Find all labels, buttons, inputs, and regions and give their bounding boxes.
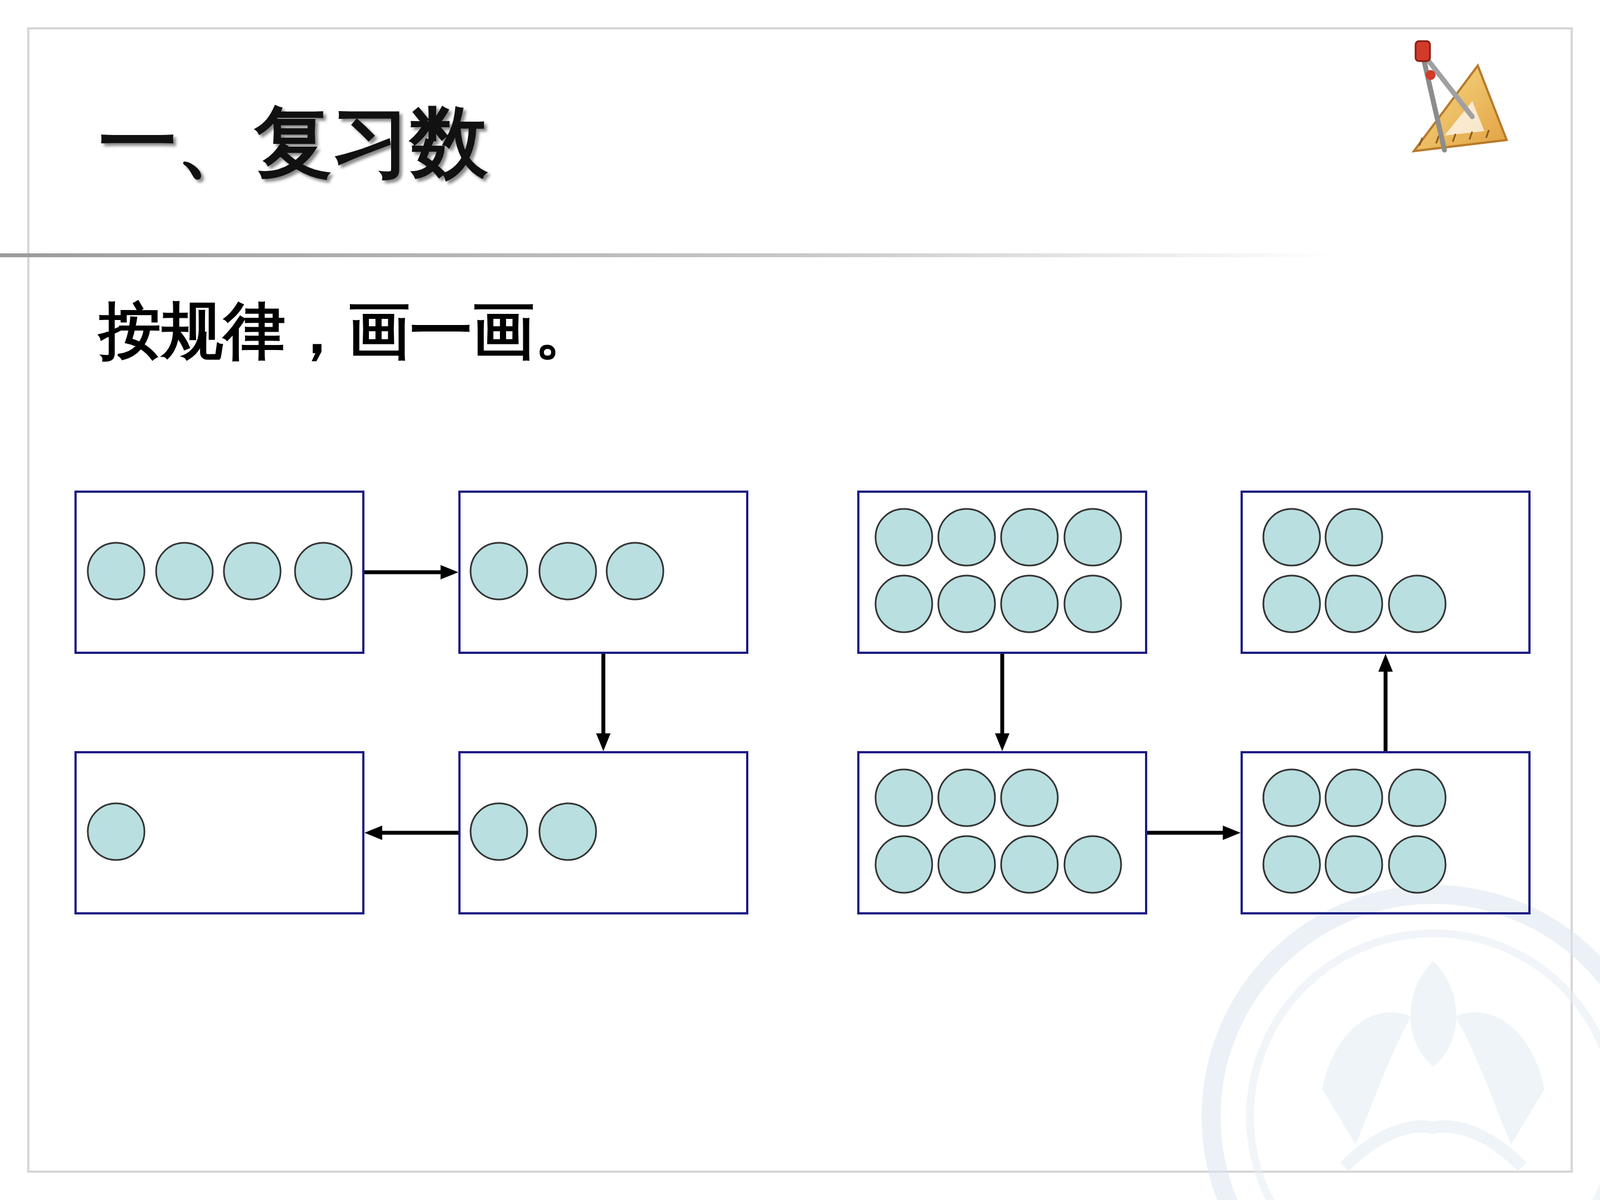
counting-dot (1325, 769, 1383, 827)
arrow-shaft (1383, 669, 1388, 752)
counting-dot (1388, 575, 1446, 633)
counting-dot (875, 836, 933, 893)
dot-box (458, 490, 749, 654)
counting-dot (1064, 575, 1122, 633)
counting-dot (875, 575, 933, 633)
arrow-shaft (1147, 831, 1225, 835)
geometry-tools-icon (1413, 41, 1507, 152)
counting-dot (1064, 508, 1122, 566)
dot-box (458, 751, 749, 915)
counting-dot (1388, 769, 1446, 827)
counting-dot (1325, 575, 1383, 633)
counting-dot (470, 542, 528, 600)
arrow-shaft (1000, 653, 1005, 736)
arrow-head (596, 733, 611, 752)
counting-dot (606, 542, 664, 600)
counting-dot (1263, 575, 1320, 633)
slide-frame (28, 28, 1572, 1172)
dot-group (76, 753, 363, 913)
counting-dot (938, 508, 995, 566)
counting-dot (295, 542, 352, 600)
dot-group (76, 492, 363, 652)
dot-box (1240, 490, 1531, 654)
counting-dot (1001, 508, 1058, 566)
arrow-shaft (601, 653, 606, 736)
arrow-shaft (364, 570, 443, 575)
arrow-head (1378, 653, 1393, 672)
dot-box (74, 490, 365, 654)
counting-dot (875, 769, 933, 827)
dot-group (460, 753, 747, 913)
flow-arrow (1378, 653, 1393, 752)
counting-dot (1001, 836, 1058, 893)
counting-dot (223, 542, 281, 600)
dot-box (74, 751, 365, 915)
counting-dot (1325, 836, 1383, 893)
counting-dot (938, 836, 995, 893)
counting-dot (1263, 508, 1320, 566)
dot-group (460, 492, 747, 652)
counting-dot (1001, 575, 1058, 633)
counting-dot (875, 508, 933, 566)
header-rule (0, 253, 1334, 258)
instruction-text: 按规律，画一画。 (98, 293, 597, 368)
counting-dot (1001, 769, 1058, 827)
counting-dot (1064, 836, 1122, 893)
dot-group (1242, 492, 1529, 652)
watermark (1211, 894, 1600, 1200)
flow-arrow (995, 653, 1010, 752)
arrow-head (995, 733, 1010, 752)
counting-dot (1263, 836, 1320, 893)
counting-dot (87, 542, 145, 600)
dot-box (1240, 751, 1531, 915)
slide-title: 一、复习数 (98, 95, 488, 189)
counting-dot (539, 542, 597, 600)
flow-arrow (1147, 825, 1241, 840)
counting-dot (156, 542, 213, 600)
dot-box (857, 751, 1148, 915)
dot-box (857, 490, 1148, 654)
dot-group (859, 753, 1145, 913)
counting-dot (539, 803, 597, 860)
dot-group (859, 492, 1145, 652)
counting-dot (87, 803, 145, 860)
flow-arrow (364, 565, 459, 580)
flow-arrow (596, 653, 611, 752)
counting-dot (1263, 769, 1320, 827)
counting-dot (1388, 836, 1446, 893)
arrow-head (440, 565, 459, 580)
counting-dot (1325, 508, 1383, 566)
counting-dot (938, 575, 995, 633)
arrow-head (364, 825, 383, 840)
arrow-shaft (380, 831, 459, 835)
counting-dot (938, 769, 995, 827)
flow-arrow (364, 825, 459, 840)
arrow-head (1222, 825, 1241, 840)
dot-group (1242, 753, 1529, 913)
counting-dot (470, 803, 528, 860)
